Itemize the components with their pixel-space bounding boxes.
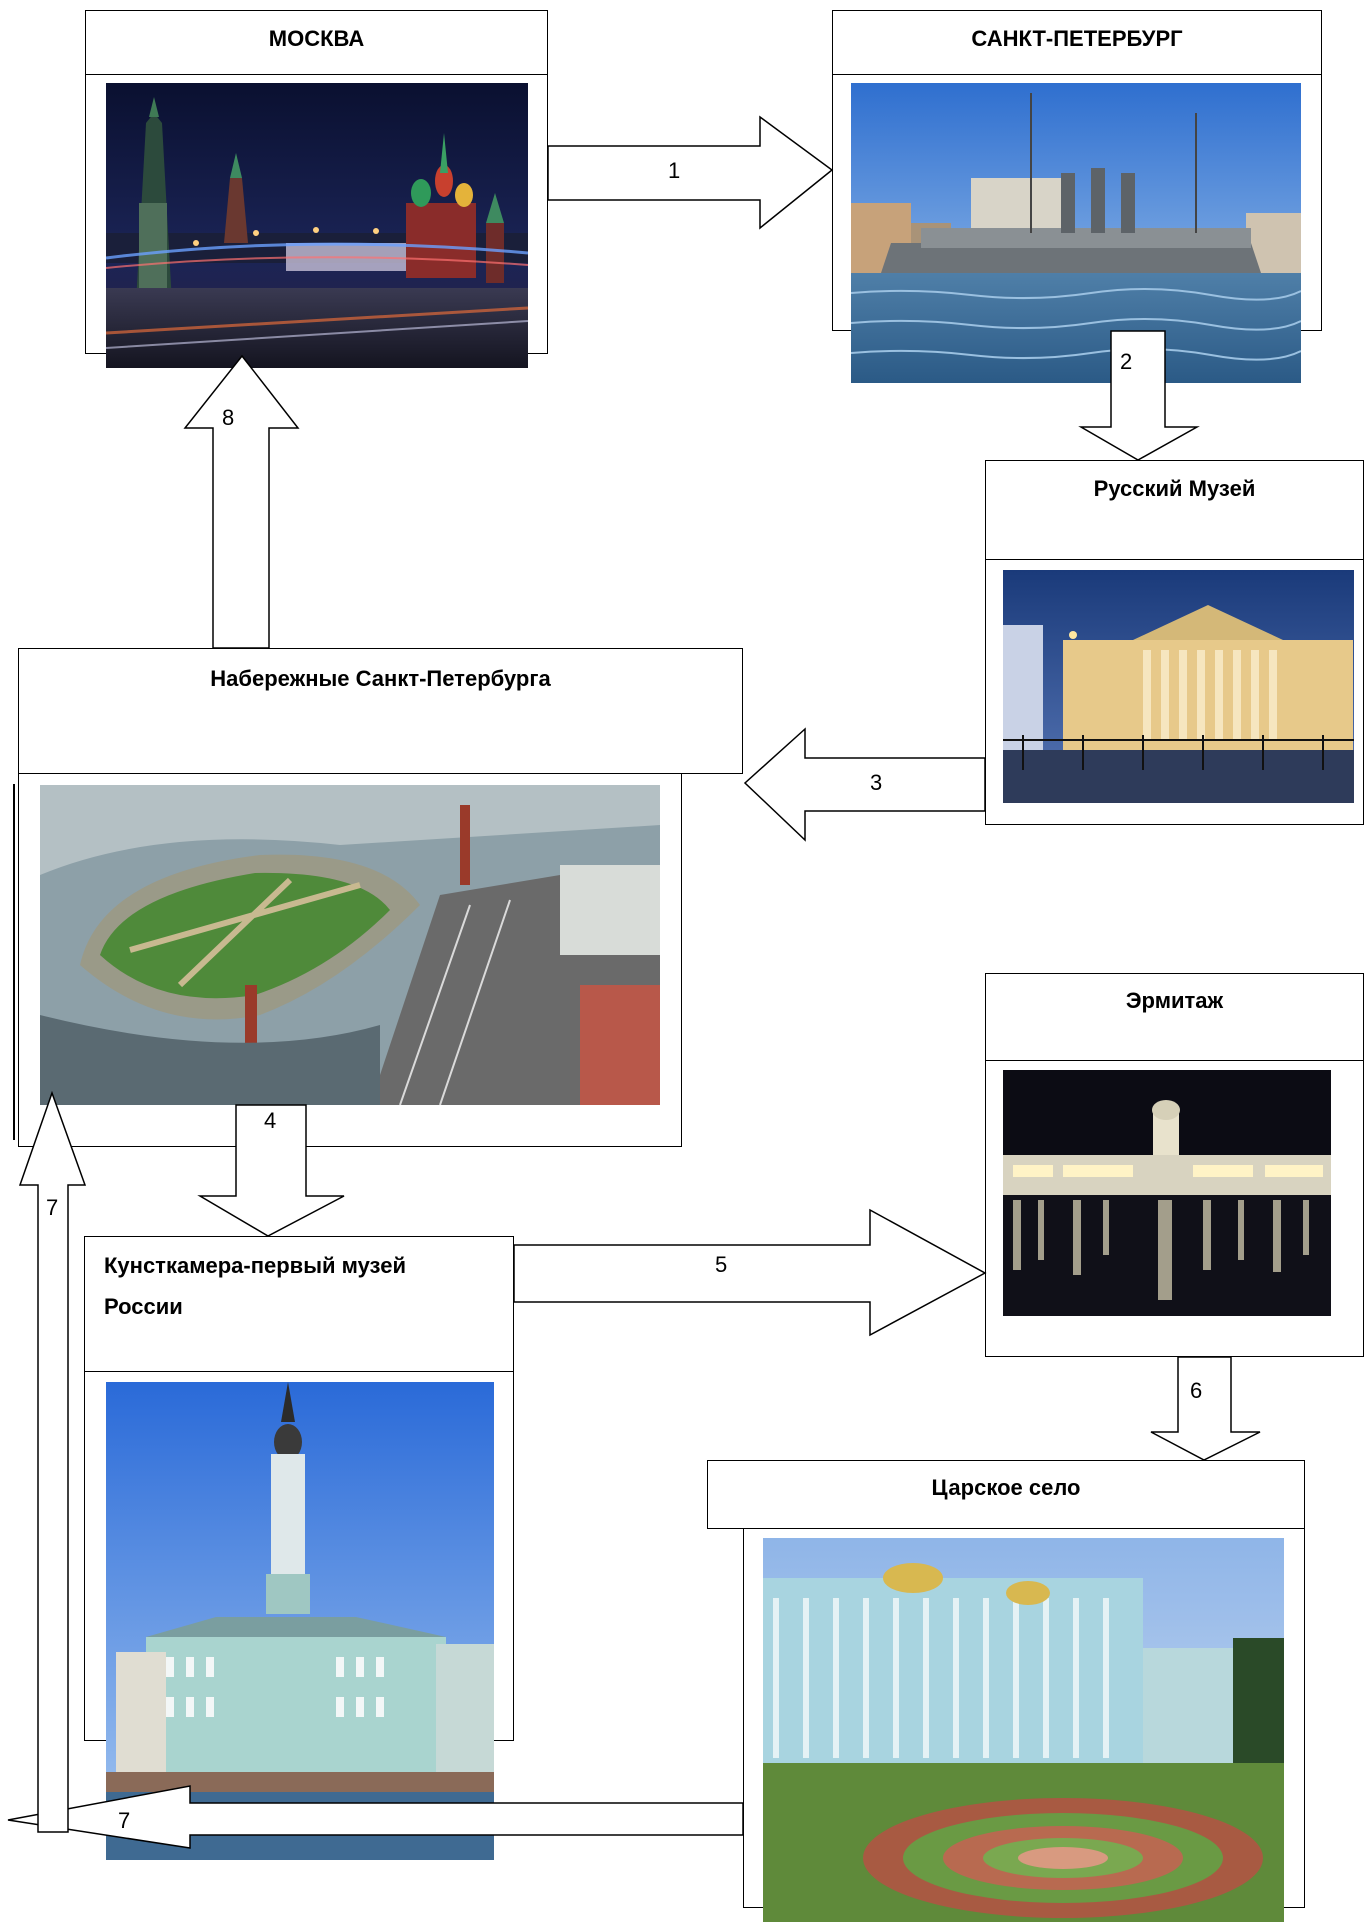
moscow-kremlin-night-photo bbox=[106, 83, 528, 368]
node-hermitage-title: Эрмитаж bbox=[1125, 988, 1224, 1013]
russian-museum-photo bbox=[1003, 570, 1354, 803]
arrow-5 bbox=[513, 1208, 987, 1337]
arrow-1 bbox=[547, 115, 834, 230]
node-moscow-title: МОСКВА bbox=[268, 26, 365, 51]
arrow-3 bbox=[743, 727, 986, 842]
node-spb-title: САНКТ-ПЕТЕРБУРГ bbox=[971, 26, 1183, 51]
arrow-8 bbox=[183, 354, 300, 649]
tsarskoe-selo-catherine-palace-photo bbox=[763, 1538, 1284, 1922]
node-russian-museum-title-box bbox=[985, 460, 1364, 560]
node-moscow-title-box bbox=[85, 10, 548, 75]
spb-cruiser-aurora-photo bbox=[851, 83, 1301, 383]
arrow-label-7-bottom: 7 bbox=[118, 1808, 131, 1833]
node-tsarskoe-selo-title-box bbox=[707, 1460, 1305, 1529]
arrow-6 bbox=[1150, 1356, 1261, 1461]
node-hermitage-title-box bbox=[985, 973, 1364, 1061]
node-kunstkamera-title-line2: России bbox=[104, 1294, 183, 1319]
node-kunstkamera-title-line1: Кунсткамера-первый музей bbox=[104, 1253, 406, 1278]
arrow-label-5: 5 bbox=[715, 1252, 728, 1277]
arrow-label-6: 6 bbox=[1190, 1378, 1203, 1403]
arrow-label-1: 1 bbox=[668, 158, 681, 183]
node-tsarskoe-selo-title: Царское село bbox=[931, 1475, 1081, 1500]
arrow-label-2: 2 bbox=[1120, 349, 1133, 374]
hermitage-night-river-photo bbox=[1003, 1070, 1331, 1316]
arrow-label-4: 4 bbox=[264, 1108, 277, 1133]
node-embankments-title-box bbox=[18, 648, 743, 774]
embankments-strelka-aerial-photo bbox=[40, 785, 660, 1105]
embankments-left-double-line bbox=[13, 784, 15, 1140]
kunstkamera-photo bbox=[106, 1382, 494, 1860]
node-kunstkamera-title-box bbox=[84, 1236, 514, 1372]
arrow-label-3: 3 bbox=[870, 770, 883, 795]
arrow-label-8: 8 bbox=[222, 405, 235, 430]
arrow-label-7: 7 bbox=[46, 1195, 59, 1220]
node-russian-museum-title: Русский Музей bbox=[1093, 476, 1256, 501]
node-embankments-title: Набережные Санкт-Петербурга bbox=[210, 666, 551, 691]
